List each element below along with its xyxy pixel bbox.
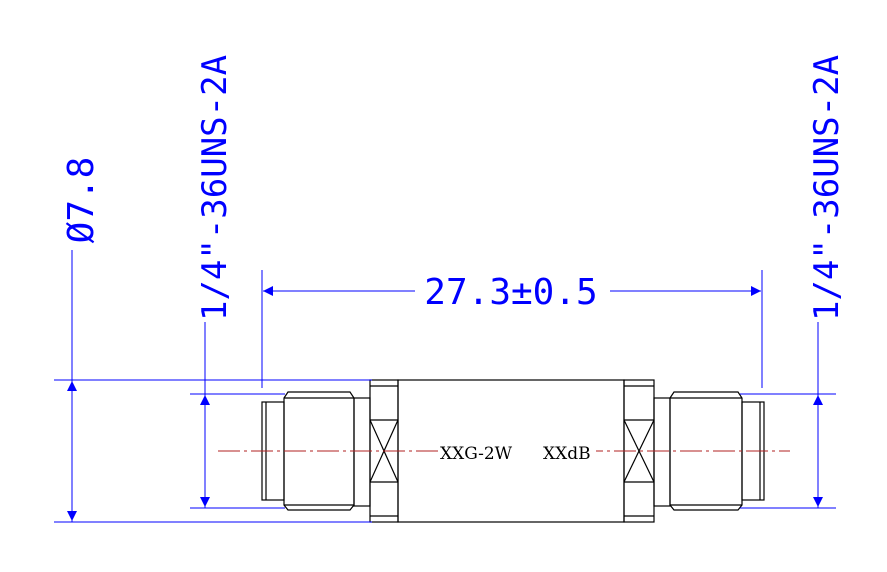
thread-label-right: 1/4"-36UNS-2A — [807, 55, 847, 321]
marking-power: XXG-2W — [440, 444, 513, 464]
length-label: 27.3±0.5 — [424, 272, 597, 313]
part-marking: XXG-2W XXdB — [438, 442, 596, 464]
left-connector — [261, 391, 371, 511]
dimensions — [54, 250, 836, 523]
diameter-label: Ø7.8 — [61, 157, 102, 244]
length-dimension — [261, 270, 763, 388]
thread-label-left: 1/4"-36UNS-2A — [195, 55, 235, 321]
diameter-dimension — [54, 250, 372, 523]
marking-attenuation: XXdB — [543, 444, 591, 464]
left-thread-dimension — [190, 322, 285, 509]
right-thread-dimension — [740, 322, 836, 509]
